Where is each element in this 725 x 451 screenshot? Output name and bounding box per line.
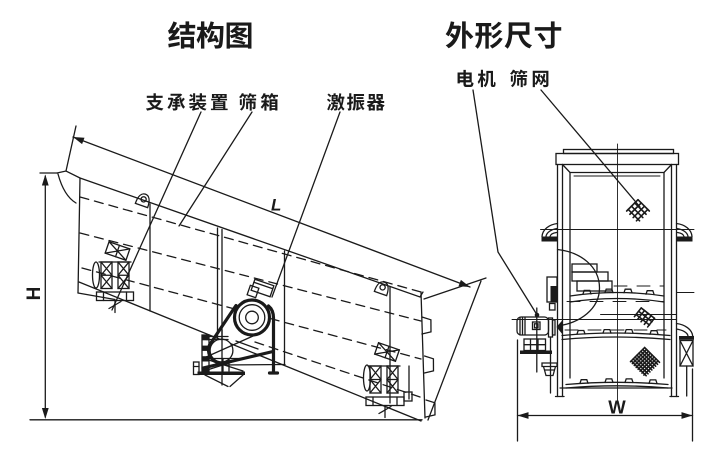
svg-text:H: H bbox=[24, 287, 45, 301]
svg-text:W: W bbox=[608, 397, 626, 418]
svg-text:L: L bbox=[271, 196, 281, 215]
